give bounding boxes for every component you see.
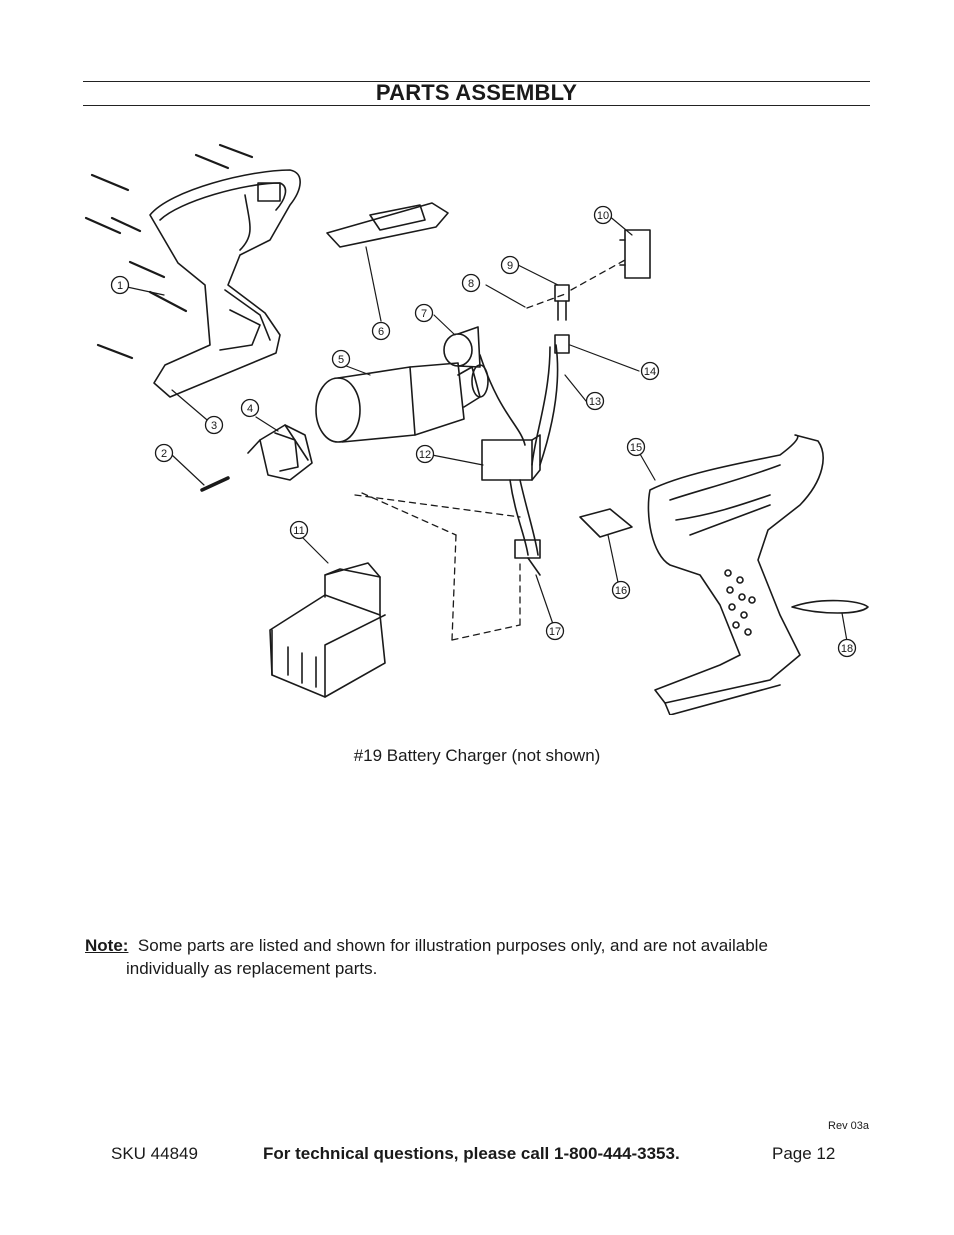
callout-number: 9 [507, 260, 513, 272]
footer-page-number: Page 12 [772, 1144, 836, 1163]
callout-3: 3 [204, 415, 224, 435]
callout-15: 15 [626, 437, 646, 457]
forward-reverse-switch [624, 229, 651, 279]
callout-number: 8 [468, 278, 474, 290]
gearbox [315, 362, 489, 443]
note-block: Note: Some parts are listed and shown fo… [85, 934, 875, 980]
callout-18: 18 [837, 638, 857, 658]
callout-number: 16 [615, 585, 627, 597]
revision-label: Rev 03a [828, 1120, 869, 1132]
title-rule-bottom [83, 105, 870, 106]
connector [554, 334, 570, 354]
callout-14: 14 [640, 361, 660, 381]
callout-5: 5 [331, 349, 351, 369]
callout-number: 18 [841, 643, 853, 655]
callout-number: 14 [644, 366, 656, 378]
screws-group [84, 143, 254, 360]
callout-number: 17 [549, 626, 561, 638]
chuck [247, 424, 313, 481]
callout-10: 10 [593, 205, 613, 225]
callout-7: 7 [414, 303, 434, 323]
callout-circle [545, 621, 565, 641]
note-line-2: individually as replacement parts. [126, 959, 378, 978]
figure-caption: #19 Battery Charger (not shown) [353, 746, 601, 765]
callout-16: 16 [611, 580, 631, 600]
callout-number: 6 [378, 326, 384, 338]
callout-circle [626, 437, 646, 457]
callout-number: 1 [117, 280, 123, 292]
callout-circle [611, 580, 631, 600]
note-label: Note: [85, 936, 129, 955]
callout-circle [837, 638, 857, 658]
left-housing [149, 169, 301, 398]
callout-number: 7 [421, 308, 427, 320]
callout-circle [331, 349, 351, 369]
callout-number: 4 [247, 403, 253, 415]
callout-1: 1 [110, 275, 130, 295]
footer-tech-support: For technical questions, please call 1-8… [263, 1144, 680, 1163]
callout-circle [371, 321, 391, 341]
callout-17: 17 [545, 621, 565, 641]
motor-ring [443, 326, 481, 368]
contact-pad [579, 508, 633, 538]
footer-sku: SKU 44849 [111, 1144, 198, 1163]
callout-circle [593, 205, 613, 225]
callout-circle [289, 520, 309, 540]
callout-circle [154, 443, 174, 463]
callout-number: 2 [161, 448, 167, 460]
right-housing [647, 434, 824, 715]
callout-6: 6 [371, 321, 391, 341]
page-title: PARTS ASSEMBLY [375, 80, 578, 105]
note-line-1: Some parts are listed and shown for illu… [137, 936, 768, 955]
callout-circle [240, 398, 260, 418]
callout-2: 2 [154, 443, 174, 463]
lanyard-strap [791, 599, 869, 614]
callout-number: 13 [589, 396, 601, 408]
title-rule-top [83, 81, 870, 82]
callout-number: 15 [630, 442, 642, 454]
callout-8: 8 [461, 273, 481, 293]
callout-number: 11 [293, 525, 304, 537]
callout-number: 5 [338, 354, 344, 366]
bit-screw [200, 476, 230, 492]
callout-circle [461, 273, 481, 293]
callout-9: 9 [500, 255, 520, 275]
callout-number: 3 [211, 420, 217, 432]
switch-cover [326, 202, 449, 248]
callout-circle [500, 255, 520, 275]
callout-circle [110, 275, 130, 295]
callout-11: 11 [289, 520, 309, 540]
switch-wiring [479, 344, 559, 576]
callout-number: 12 [419, 449, 431, 461]
callout-circle [204, 415, 224, 435]
terminal-block [554, 284, 570, 302]
callout-4: 4 [240, 398, 260, 418]
callout-circle [585, 391, 605, 411]
callout-circle [414, 303, 434, 323]
callout-circle [415, 444, 435, 464]
callout-12: 12 [415, 444, 435, 464]
callout-number: 10 [597, 210, 609, 222]
battery-pack [269, 562, 386, 698]
callout-circle [640, 361, 660, 381]
callout-13: 13 [585, 391, 605, 411]
